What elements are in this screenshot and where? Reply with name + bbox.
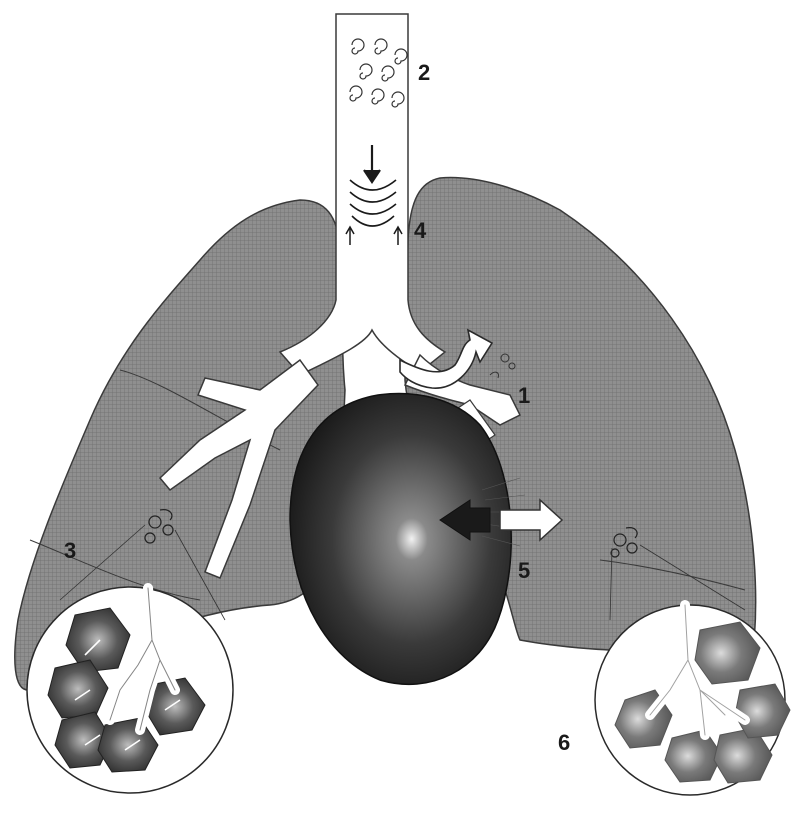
label-6: 6 — [558, 730, 570, 755]
label-4: 4 — [414, 218, 427, 243]
right-magnified-alveoli — [595, 605, 790, 795]
label-2: 2 — [418, 60, 430, 85]
label-5: 5 — [518, 558, 530, 583]
label-3: 3 — [64, 538, 76, 563]
left-magnified-alveoli — [27, 587, 233, 793]
label-1: 1 — [518, 383, 530, 408]
heart — [290, 394, 511, 685]
